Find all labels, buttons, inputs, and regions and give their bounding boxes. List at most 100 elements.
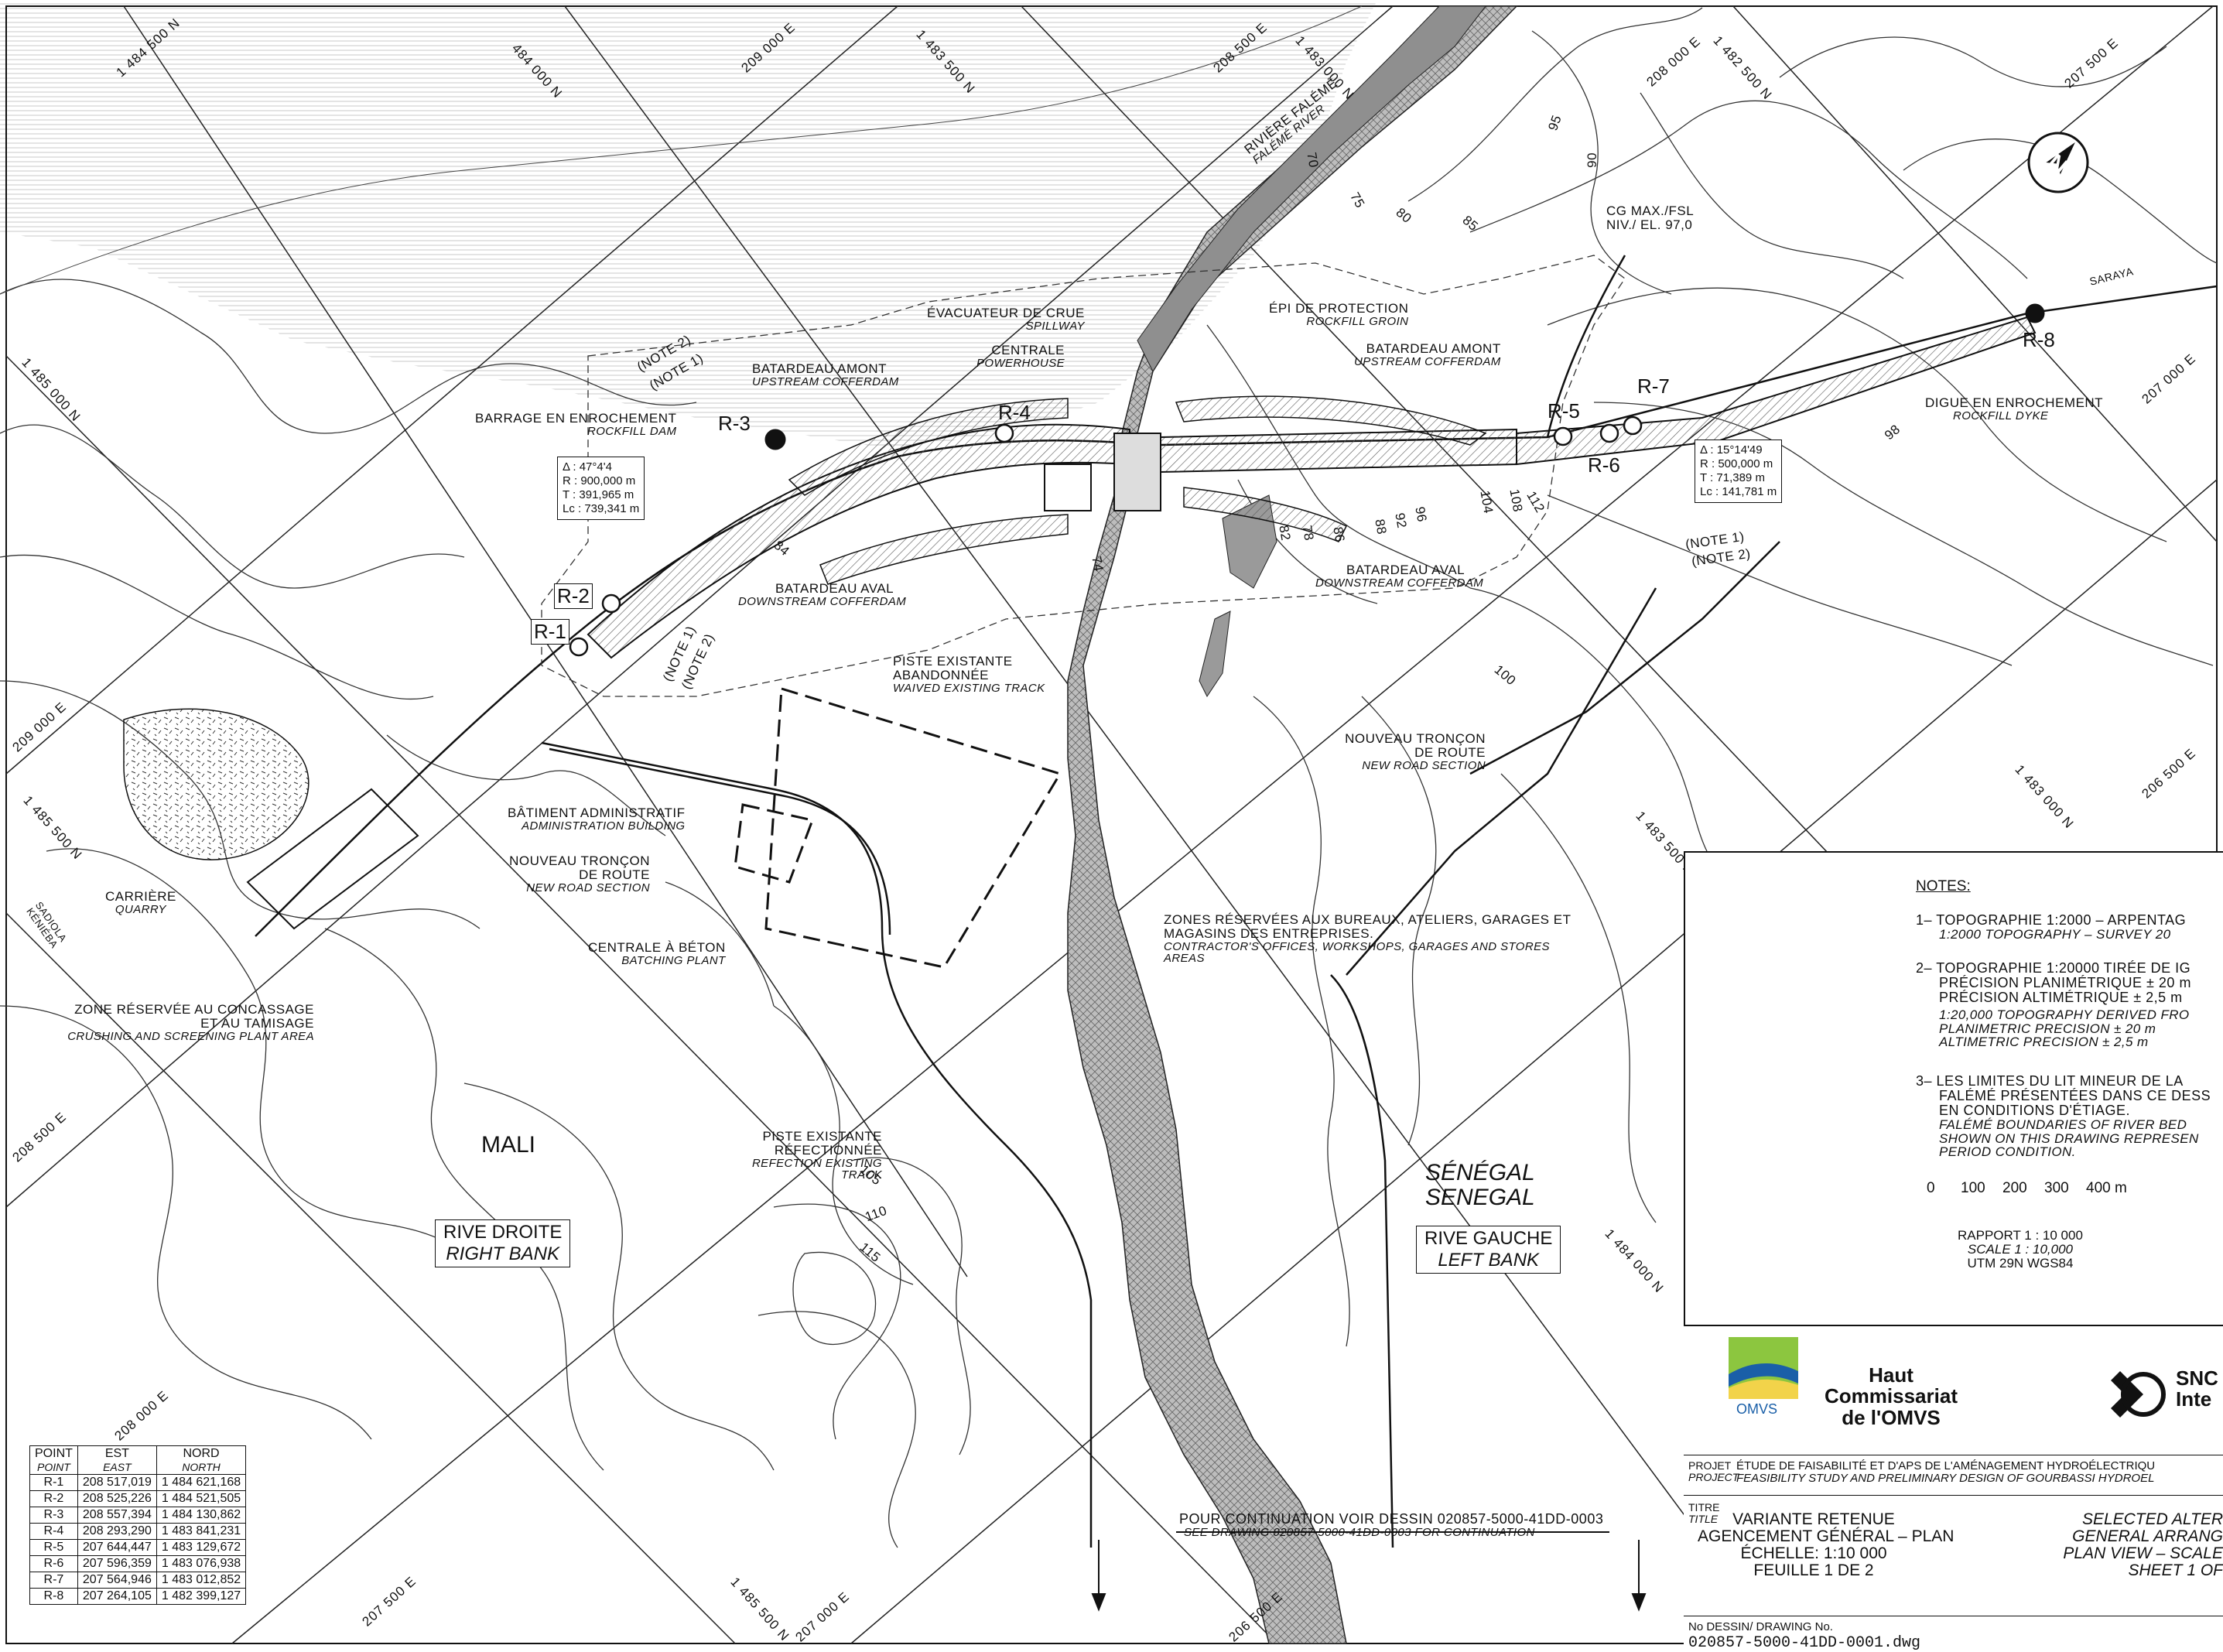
spillway [1113,433,1161,511]
scale-tick: 400 m [2086,1180,2127,1196]
fsl-line [0,5,1363,295]
upstream-cofferdam-2 [1175,395,1487,446]
north-arrow-icon: N [2027,132,2089,193]
country-mali: MALI [481,1132,536,1158]
survey-point-icon [764,429,786,450]
contour-label: 82 [1276,524,1294,542]
survey-point-icon [569,637,589,657]
reservoir-area [0,0,1377,449]
contour-lines [0,7,2218,1548]
downstream-cofferdam [819,514,1069,585]
omvs-logo [1729,1337,1798,1399]
note-2: 2– TOPOGRAPHIE 1:20000 TIRÉE DE IG PRÉCI… [1916,960,2191,1050]
point-label: R-7 [1637,375,1670,398]
survey-point-icon [1553,426,1573,446]
contour-label: 86 [1330,525,1348,544]
upstream-cofferdam [788,398,1069,496]
island-2 [1199,611,1231,697]
point-label: R-6 [1588,453,1620,477]
notes-heading: NOTES: [1916,878,1971,894]
note-3: 3– LES LIMITES DU LIT MINEUR DE LA FALÉM… [1916,1073,2211,1160]
point-label: R-4 [998,401,1031,424]
scale-text: RAPPORT 1 : 10 000 SCALE 1 : 10,000 UTM … [1958,1228,2083,1271]
construction-limit [541,255,1626,697]
river-upstream [1137,5,1487,373]
point-label: R-8 [2023,328,2055,351]
crushing-label: ZONE RÉSERVÉE AU CONCASSAGE ET AU TAMISA… [67,1002,314,1043]
contour-label: 104 [1477,489,1496,515]
scale-tick: 300 [2044,1180,2069,1196]
scale-tick: 200 [2002,1180,2027,1196]
survey-point-icon [2025,303,2045,323]
point-label: R-5 [1548,399,1580,422]
downstream-cofferdam-2 [1183,487,1348,542]
contour-label: 92 [1392,511,1410,530]
snc-logo [2111,1371,2166,1418]
survey-point-icon [1623,416,1643,436]
quarry [123,708,310,860]
point-label: R-1 [531,619,569,645]
drawing-row: No DESSIN/ DRAWING No. 020857-5000-41DD-… [1684,1616,2223,1652]
continuation-arrows [1091,1531,1647,1612]
survey-point-icon [1599,423,1619,443]
scale-tick: 0 [1927,1180,1935,1196]
crushing-area [246,788,419,930]
contour-label: 108 [1507,487,1526,514]
grid-lines [5,5,2218,1644]
survey-point-icon [601,593,621,614]
survey-point-icon [994,423,1014,443]
powerhouse [1044,463,1092,511]
scale-tick: 100 [1961,1180,1985,1196]
contour-label: 88 [1372,518,1390,536]
zones-label: ZONES RÉSERVÉES AUX BUREAUX, ATELIERS, G… [1164,912,1571,966]
point-label: R-2 [554,583,593,609]
contour-label: 74 [1089,555,1106,573]
rockfill-dyke [1516,316,2037,466]
survey-points [569,303,2045,657]
contour-label: 96 [1412,505,1430,524]
point-label: R-3 [718,412,751,435]
continuation-note: POUR CONTINUATION VOIR DESSIN 020857-500… [1179,1511,1604,1539]
omvs-text: OMVS [1736,1401,1778,1417]
